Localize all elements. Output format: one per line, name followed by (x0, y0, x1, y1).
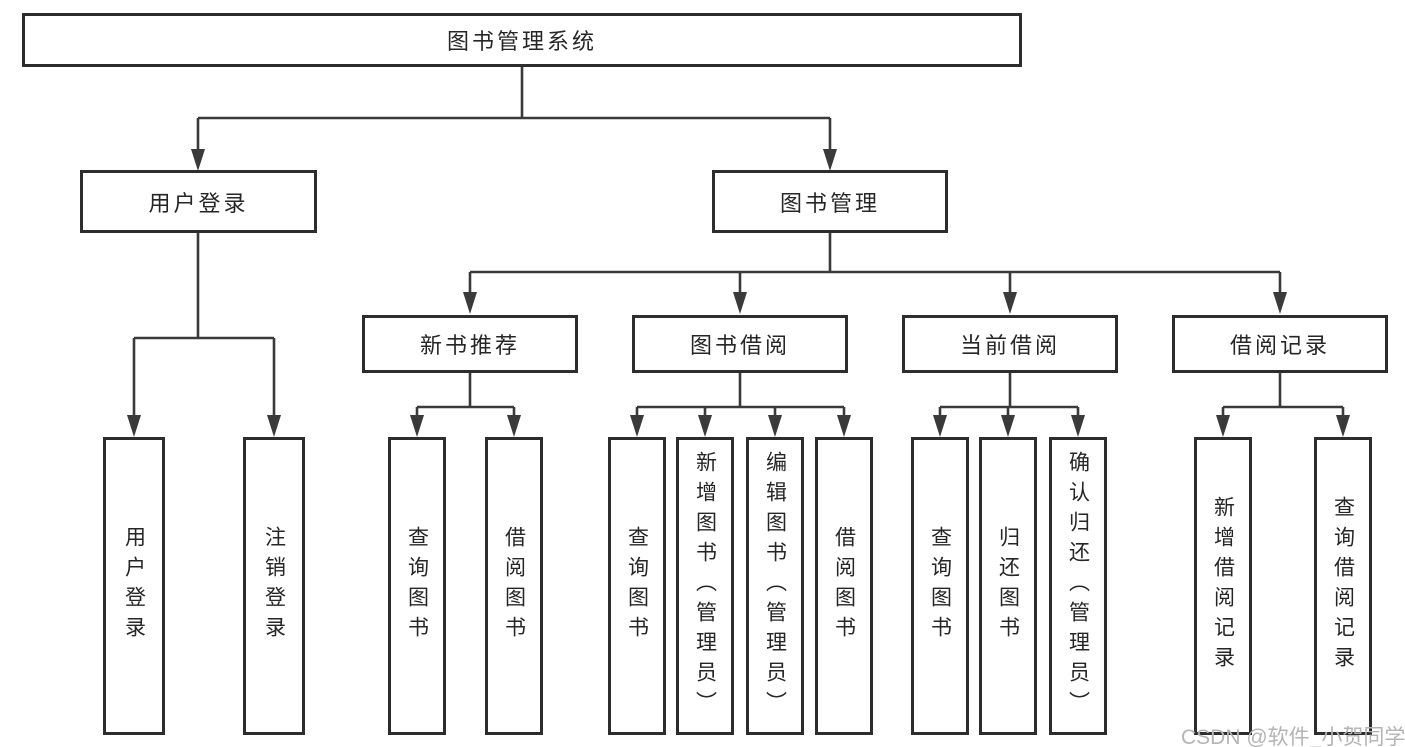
connector-borrowrecord-to-leaves (1216, 373, 1350, 437)
leaf-return-book-label: 归还图书 (996, 526, 1020, 646)
node-root-system: 图书管理系统 (22, 13, 1022, 67)
node-new-book-recommend-label: 新书推荐 (419, 333, 520, 358)
leaf-borrow-book-1-label: 借阅图书 (502, 526, 526, 646)
node-book-management-label: 图书管理 (779, 190, 880, 216)
connector-root-to-level2 (191, 67, 837, 171)
leaf-add-book-admin-label: 新增图书（管理员） (693, 451, 717, 721)
leaf-confirm-return-admin-label: 确认归还（管理员） (1066, 451, 1090, 721)
leaf-query-book-2: 查询图书 (608, 437, 666, 735)
node-book-management: 图书管理 (712, 170, 948, 233)
arrowhead (1336, 415, 1350, 437)
arrowhead (823, 149, 837, 171)
leaf-borrow-book-2: 借阅图书 (815, 437, 873, 735)
arrowhead (1003, 292, 1017, 314)
connector-bookborrow-to-leaves (630, 373, 851, 437)
leaf-query-borrow-record-label: 查询借阅记录 (1331, 496, 1355, 676)
arrowhead (191, 149, 205, 171)
connector-currentborrow-to-leaves (933, 373, 1085, 437)
node-borrow-record: 借阅记录 (1172, 315, 1388, 373)
leaf-query-book-1: 查询图书 (388, 437, 446, 735)
node-new-book-recommend: 新书推荐 (362, 315, 578, 373)
leaf-add-book-admin: 新增图书（管理员） (676, 437, 734, 735)
leaf-query-book-1-label: 查询图书 (405, 526, 429, 646)
leaf-edit-book-admin-label: 编辑图书（管理员） (763, 451, 787, 721)
node-borrow-record-label: 借阅记录 (1229, 333, 1330, 358)
arrowhead (933, 415, 947, 437)
connector-bookmgmt-to-level3 (463, 233, 1287, 314)
leaf-query-book-2-label: 查询图书 (625, 526, 649, 646)
arrowhead (837, 415, 851, 437)
leaf-borrow-book-2-label: 借阅图书 (832, 526, 856, 646)
arrowhead (410, 415, 424, 437)
arrowhead (507, 415, 521, 437)
leaf-return-book: 归还图书 (979, 437, 1037, 735)
node-user-login-label: 用户登录 (148, 190, 249, 216)
leaf-borrow-book-1: 借阅图书 (485, 437, 543, 735)
node-user-login: 用户登录 (80, 170, 317, 233)
node-root-label: 图书管理系统 (446, 29, 597, 54)
leaf-user-login: 用户登录 (103, 437, 165, 735)
node-current-borrow-label: 当前借阅 (959, 333, 1060, 358)
arrowhead (630, 415, 644, 437)
leaf-user-login-label: 用户登录 (122, 526, 146, 646)
leaf-query-book-3-label: 查询图书 (928, 526, 952, 646)
arrowhead (698, 415, 712, 437)
leaf-add-borrow-record: 新增借阅记录 (1194, 437, 1252, 735)
connector-newbook-to-leaves (410, 373, 521, 437)
node-current-borrow: 当前借阅 (902, 315, 1118, 373)
arrowhead (127, 415, 141, 437)
node-book-borrow-label: 图书借阅 (689, 333, 790, 358)
leaf-edit-book-admin: 编辑图书（管理员） (746, 437, 804, 735)
leaf-query-book-3: 查询图书 (911, 437, 969, 735)
watermark: CSDN @软件_小贺同学 (1181, 726, 1405, 747)
node-book-borrow: 图书借阅 (632, 315, 848, 373)
arrowhead (1216, 415, 1230, 437)
arrowhead (768, 415, 782, 437)
leaf-add-borrow-record-label: 新增借阅记录 (1211, 496, 1235, 676)
arrowhead (1071, 415, 1085, 437)
leaf-confirm-return-admin: 确认归还（管理员） (1049, 437, 1107, 735)
arrowhead (733, 292, 747, 314)
arrowhead (1001, 415, 1015, 437)
arrowhead (1273, 292, 1287, 314)
arrowhead (267, 415, 281, 437)
arrowhead (463, 292, 477, 314)
leaf-logout-label: 注销登录 (262, 526, 286, 646)
connector-userlogin-to-leaves (127, 233, 281, 437)
leaf-query-borrow-record: 查询借阅记录 (1314, 437, 1372, 735)
leaf-logout: 注销登录 (243, 437, 305, 735)
